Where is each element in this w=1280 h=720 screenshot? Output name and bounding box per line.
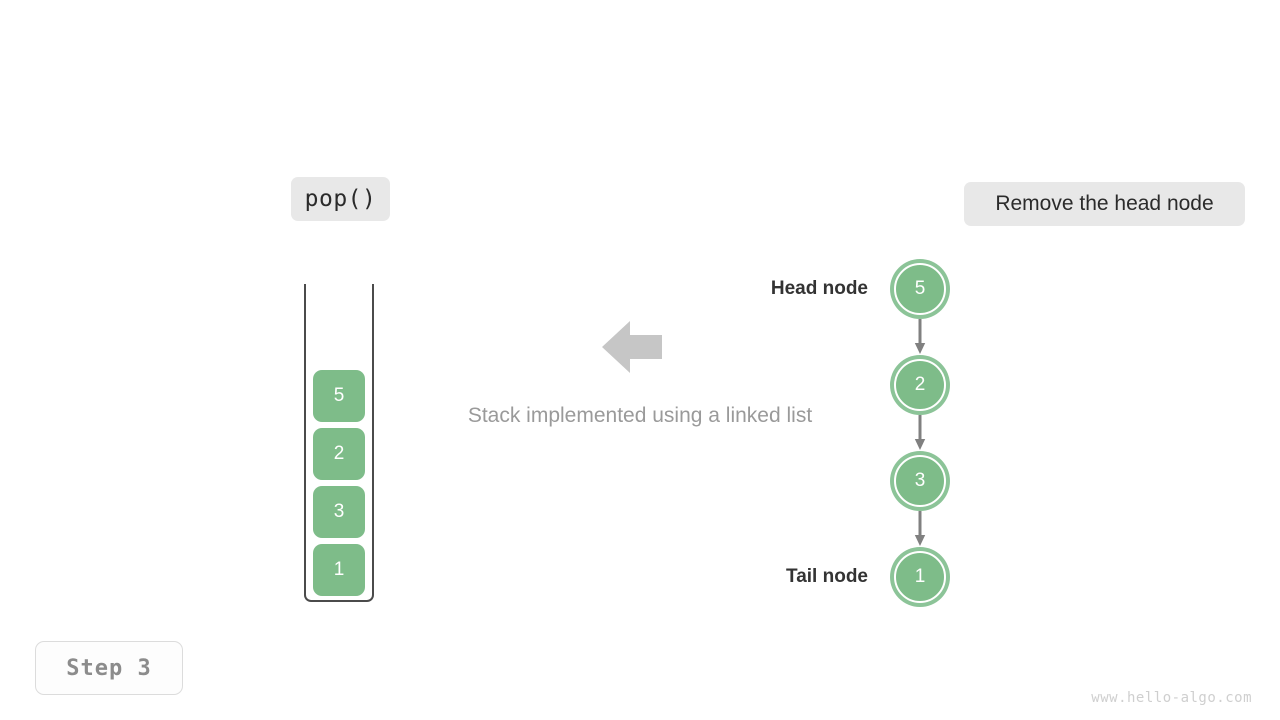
arrow-left-icon (602, 320, 662, 374)
arrow-down-icon (914, 415, 926, 451)
linked-list-node: 5 (890, 259, 950, 319)
stack-cell: 5 (313, 370, 365, 422)
arrow-down-icon (914, 511, 926, 547)
arrow-down-icon (914, 319, 926, 355)
head-node-label: Head node (770, 278, 868, 299)
stack-cell: 2 (313, 428, 365, 480)
node-value: 3 (894, 455, 946, 507)
step-badge: Step 3 (35, 641, 183, 695)
stack-cell-list: 5 2 3 1 (304, 370, 374, 596)
stack-cell: 1 (313, 544, 365, 596)
linked-list-node: 3 (890, 451, 950, 511)
figure-caption: Stack implemented using a linked list (467, 404, 813, 427)
watermark: www.hello-algo.com (1091, 690, 1252, 706)
node-value: 5 (894, 263, 946, 315)
linked-list-node: 2 (890, 355, 950, 415)
linked-list-node: 1 (890, 547, 950, 607)
node-value: 2 (894, 359, 946, 411)
operation-label: pop() (291, 177, 390, 221)
node-value: 1 (894, 551, 946, 603)
array-stack-figure: 5 2 3 1 (304, 284, 374, 602)
action-label: Remove the head node (964, 182, 1245, 226)
linked-list-figure: Head node 5 2 3 (740, 250, 1000, 620)
stack-cell: 3 (313, 486, 365, 538)
tail-node-label: Tail node (786, 566, 868, 587)
stack-container-outline (304, 284, 374, 602)
